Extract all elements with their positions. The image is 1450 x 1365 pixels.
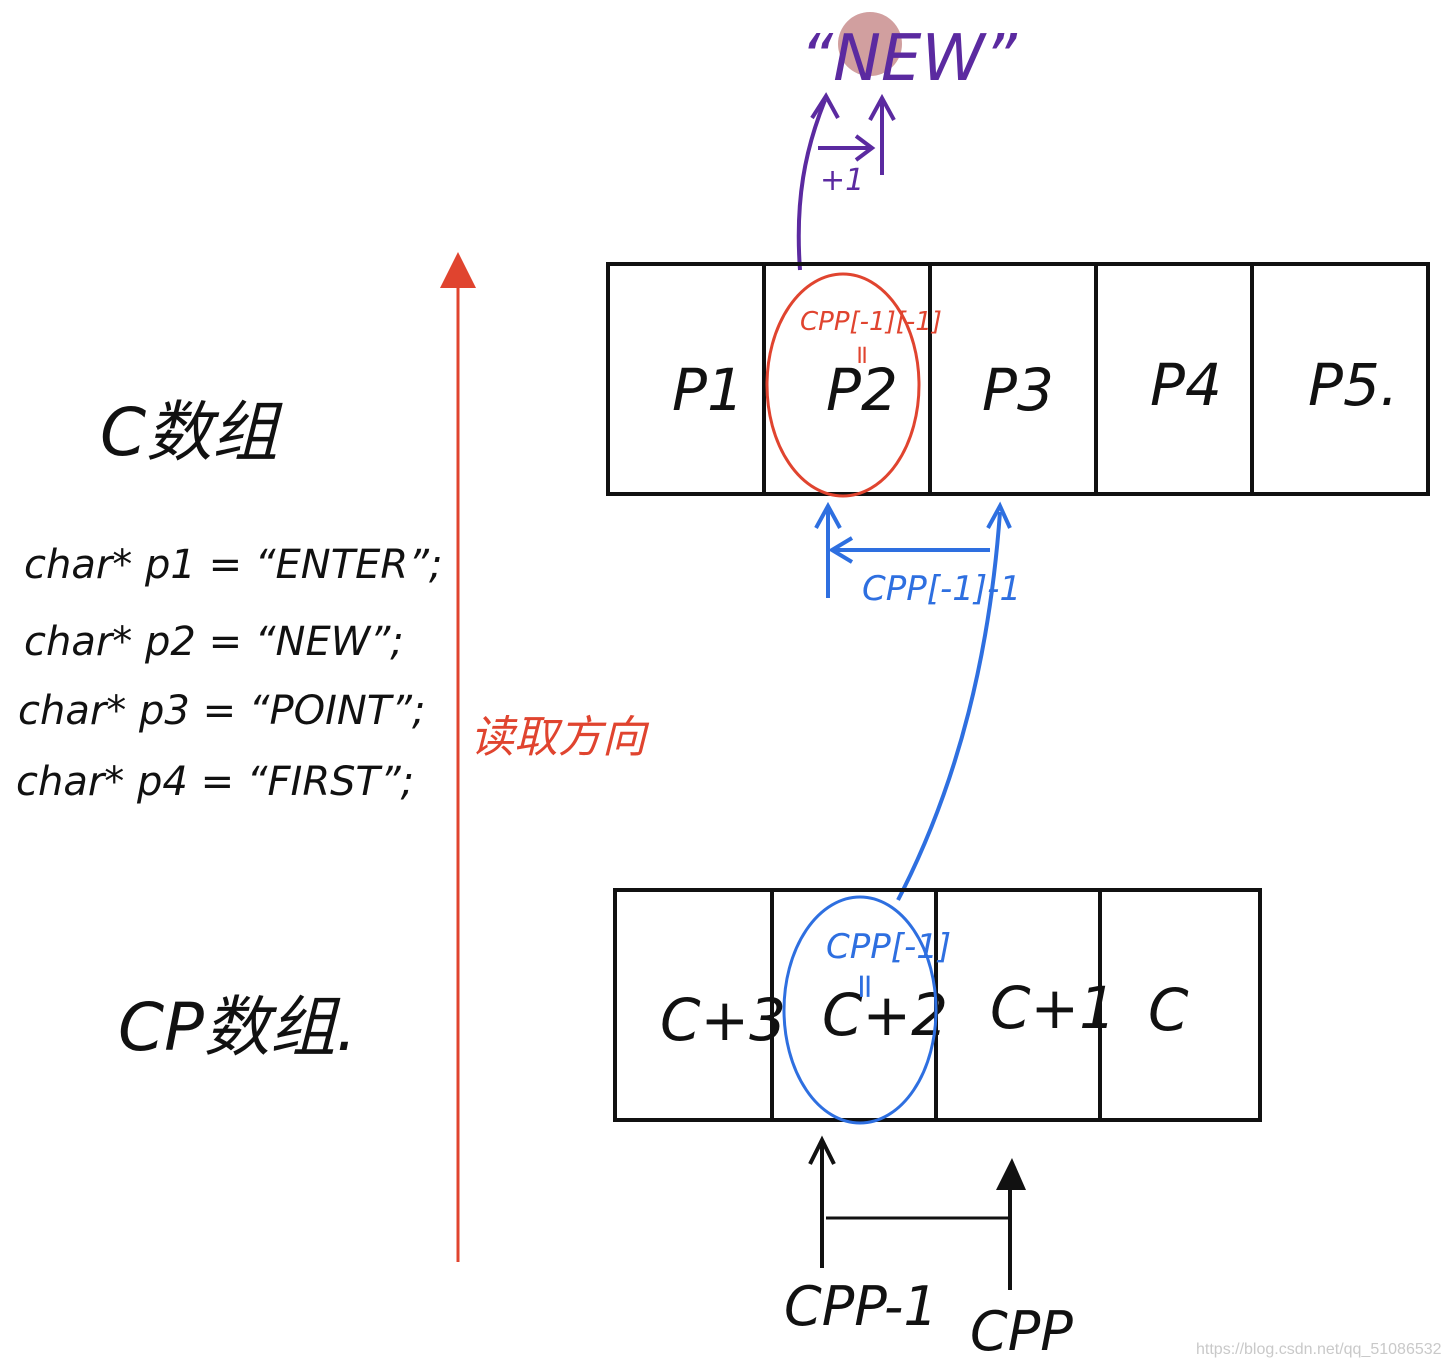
cp-cell-label: C+1 bbox=[990, 974, 1116, 1042]
c-cell-label: P4 bbox=[1150, 351, 1222, 419]
highlight-e bbox=[838, 12, 902, 76]
pointer-label-right: CPP bbox=[970, 1300, 1073, 1363]
plus-one-label: +1 bbox=[820, 163, 864, 198]
eq-low: = bbox=[845, 972, 885, 1001]
code-line: char* p1 = “ENTER”; bbox=[24, 542, 442, 588]
c-array bbox=[606, 262, 1430, 496]
purple-pointer bbox=[796, 92, 896, 271]
cpp-low-note: CPP[-1] bbox=[826, 927, 951, 967]
c-cell-label: P1 bbox=[672, 356, 744, 424]
cpp-top-note: CPP[-1][-1] bbox=[800, 307, 942, 337]
c-array-title: C数组 bbox=[100, 394, 283, 471]
pointer-label-left: CPP-1 bbox=[784, 1275, 938, 1338]
new-string: “NEW” bbox=[800, 22, 1018, 96]
c-cell-label: P5. bbox=[1308, 351, 1398, 419]
c-cell-label: P3 bbox=[982, 356, 1054, 424]
solid-arrowhead bbox=[996, 1158, 1026, 1190]
code-line: char* p3 = “POINT”; bbox=[18, 688, 425, 734]
red-highlight-circle bbox=[765, 272, 921, 498]
eq-top: = bbox=[847, 344, 877, 366]
cp-array-title: CP数组. bbox=[118, 989, 357, 1066]
read-direction-label: 读取方向 bbox=[470, 712, 650, 763]
cp-cell-label: C+2 bbox=[822, 981, 948, 1049]
blue-pointer bbox=[814, 501, 1012, 901]
cp-cell-label: C bbox=[1148, 976, 1189, 1044]
watermark: https://blog.csdn.net/qq_51086532 bbox=[1196, 1341, 1442, 1358]
bottom-pointers bbox=[808, 1135, 1012, 1290]
code-line: char* p4 = “FIRST”; bbox=[16, 759, 414, 805]
cp-cell-label: C+3 bbox=[660, 986, 786, 1054]
blue-highlight-circle bbox=[782, 895, 938, 1125]
code-line: char* p2 = “NEW”; bbox=[24, 619, 404, 665]
c-cell-label: P2 bbox=[826, 356, 898, 424]
cpp-mid-note: CPP[-1]-1 bbox=[862, 569, 1021, 609]
